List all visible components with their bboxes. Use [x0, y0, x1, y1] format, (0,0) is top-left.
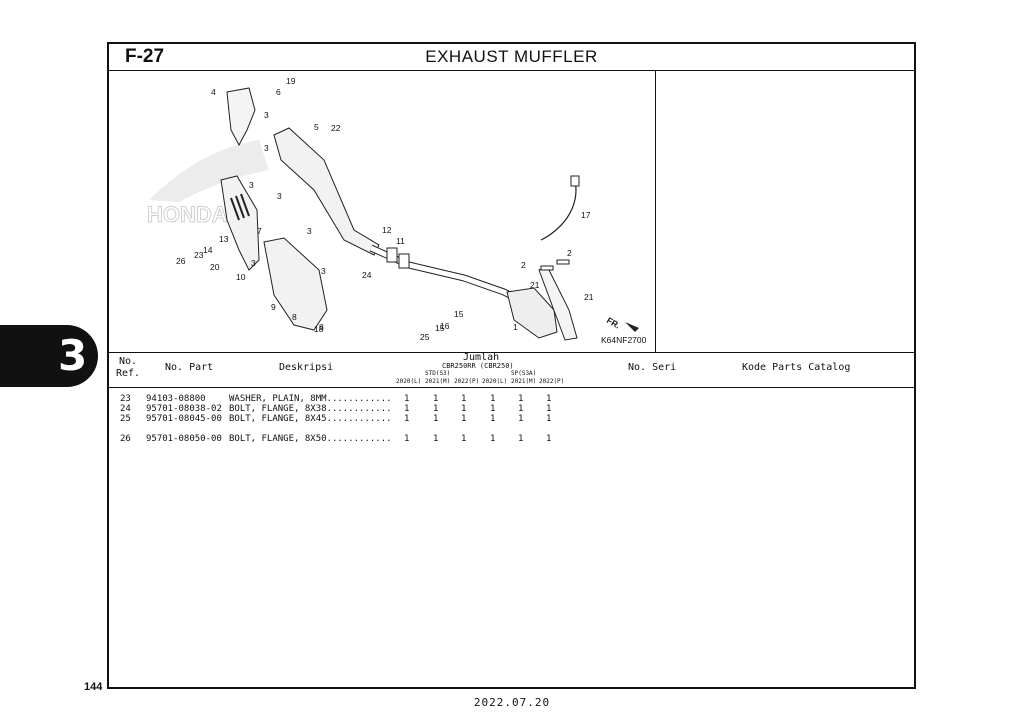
gasket-12 — [386, 247, 398, 263]
gasket-b — [556, 259, 570, 265]
callout-12: 12 — [382, 225, 392, 235]
section-tab: 3 — [0, 325, 98, 387]
callout-10: 10 — [236, 272, 246, 282]
col-quantity: Jumlah — [463, 352, 500, 363]
print-date: 2022.07.20 — [473, 696, 551, 709]
col-year-1: 2020(L) — [396, 378, 422, 385]
exploded-diagram: HONDA — [109, 70, 656, 352]
illustration-code: K64NF2700 — [601, 335, 647, 345]
sensor-connector — [570, 175, 580, 187]
callout-3: 3 — [321, 266, 326, 276]
callout-4: 4 — [211, 87, 216, 97]
gasket-11 — [398, 253, 410, 269]
callout-3: 3 — [307, 226, 312, 236]
gasket-a — [540, 265, 554, 271]
callout-15: 15 — [435, 323, 445, 333]
callout-6: 6 — [276, 87, 281, 97]
callout-3: 3 — [264, 143, 269, 153]
callout-3: 3 — [249, 180, 254, 190]
callout-19: 19 — [286, 76, 296, 86]
callout-11: 11 — [396, 236, 405, 246]
col-std: STD(S3) — [425, 370, 451, 377]
muffler-body — [506, 287, 558, 339]
col-year-5: 2021(M) — [511, 378, 537, 385]
callout-20: 20 — [210, 262, 220, 272]
callout-3: 3 — [251, 258, 256, 268]
callout-26: 26 — [176, 256, 186, 266]
front-arrow-icon — [625, 322, 639, 332]
callout-1: 1 — [513, 322, 518, 332]
col-sp: SP(S3A) — [511, 370, 537, 377]
watermark-wing — [149, 140, 269, 202]
callout-labels: 1223333333456788910111213141515161718192… — [176, 76, 594, 342]
callout-5: 5 — [314, 122, 319, 132]
col-ref-line1: No. — [119, 356, 138, 367]
col-catalog: Kode Parts Catalog — [742, 362, 851, 373]
front-label: FR. — [605, 315, 622, 331]
col-year-3: 2022(P) — [454, 378, 480, 385]
heat-shield-slots — [230, 193, 250, 221]
callout-22: 22 — [331, 123, 341, 133]
exhaust-muffler-drawing: HONDA — [147, 76, 647, 345]
col-year-6: 2022(P) — [539, 378, 565, 385]
callout-21: 21 — [584, 292, 594, 302]
col-year-4: 2020(L) — [482, 378, 508, 385]
callout-17: 17 — [581, 210, 591, 220]
callout-2: 2 — [567, 248, 572, 258]
page-number: 144 — [84, 681, 103, 693]
callout-3: 3 — [264, 110, 269, 120]
exhaust-pipe-cover — [273, 127, 380, 256]
heat-guard-upper — [226, 87, 256, 147]
catalog-frame: F-27 EXHAUST MUFFLER HONDA — [107, 42, 916, 689]
col-year-2: 2021(M) — [425, 378, 451, 385]
callout-24: 24 — [362, 270, 372, 280]
callout-18: 18 — [314, 324, 324, 334]
parts-table-header: No. Ref. No. Part Deskripsi Jumlah CBR25… — [109, 352, 914, 388]
muffler-protector — [263, 237, 328, 331]
callout-25: 25 — [420, 332, 430, 342]
callout-14: 14 — [203, 245, 213, 255]
callout-15: 15 — [454, 309, 464, 319]
figure-header: F-27 EXHAUST MUFFLER — [109, 44, 914, 71]
figure-title: EXHAUST MUFFLER — [425, 47, 598, 66]
section-tab-number: 3 — [58, 331, 88, 380]
figure-code: F-27 — [125, 46, 165, 67]
watermark-text: HONDA — [147, 202, 228, 227]
col-model: CBR250RR (CBR250) — [442, 362, 514, 370]
sensor-cable — [540, 179, 577, 241]
callout-9: 9 — [271, 302, 276, 312]
callout-13: 13 — [219, 234, 229, 244]
col-ref-line2: Ref. — [116, 368, 141, 379]
col-serial: No. Seri — [628, 362, 677, 373]
callout-7: 7 — [257, 226, 262, 236]
callout-21: 21 — [530, 280, 540, 290]
col-description: Deskripsi — [279, 362, 334, 373]
col-part-no: No. Part — [165, 362, 214, 373]
callout-2: 2 — [521, 260, 526, 270]
callout-3: 3 — [277, 191, 282, 201]
callout-8: 8 — [319, 322, 324, 332]
callout-8: 8 — [292, 312, 297, 322]
callout-16: 16 — [440, 321, 450, 331]
callout-23: 23 — [194, 250, 204, 260]
